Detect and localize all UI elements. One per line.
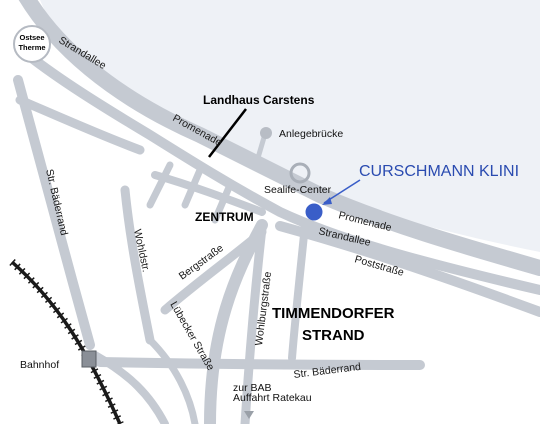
road-promenade-coast bbox=[18, 0, 540, 276]
road-str-baederrand-left bbox=[13, 75, 95, 350]
bab-label-1: zur BAB bbox=[233, 382, 272, 394]
dot-icon bbox=[260, 127, 272, 139]
sea-area bbox=[40, 0, 540, 252]
bahnhof-label: Bahnhof bbox=[20, 359, 59, 371]
road-pier bbox=[252, 131, 268, 171]
strand-label: STRAND bbox=[302, 327, 365, 344]
road-network bbox=[13, 0, 540, 424]
road-centre-connector-4 bbox=[211, 181, 234, 224]
circle-badge-icon bbox=[13, 25, 51, 63]
ostsee-therme-label-1: Ostsee bbox=[19, 33, 44, 42]
landhaus-carstens-label: Landhaus Carstens bbox=[203, 93, 315, 107]
blue-dot-icon bbox=[305, 203, 323, 221]
railway-ties bbox=[9, 259, 124, 424]
zentrum-label: ZENTRUM bbox=[195, 210, 254, 224]
ostsee-therme-label-2: Therme bbox=[18, 43, 45, 52]
road-south-west bbox=[91, 351, 169, 424]
road-poststrasse bbox=[275, 221, 540, 317]
road-centre-connector-2 bbox=[146, 161, 174, 209]
clinic-label: CURSCHMANN KLINI bbox=[359, 163, 519, 180]
anlegebruecke-label: Anlegebrücke bbox=[279, 128, 343, 140]
ring-icon bbox=[289, 162, 311, 184]
station-square-icon bbox=[81, 350, 97, 368]
landhaus-pointer-line bbox=[208, 108, 247, 158]
bab-label-2: Auffahrt Ratekau bbox=[233, 392, 312, 404]
road-wohlburgstrasse bbox=[240, 223, 267, 424]
sealife-center-label: Sealife-Center bbox=[264, 184, 332, 196]
road-luebecker-strasse bbox=[204, 219, 268, 424]
road-wohldstr bbox=[120, 185, 155, 345]
road-centre-connector-3 bbox=[181, 166, 204, 209]
timmendorfer-label: TIMMENDORFER bbox=[272, 305, 395, 322]
clinic-arrow-head bbox=[322, 197, 332, 205]
road-south-west-2 bbox=[146, 336, 199, 424]
road-north-south-right bbox=[288, 221, 309, 362]
road-upper-left bbox=[15, 95, 145, 155]
road-str-baederrand-bottom bbox=[95, 357, 425, 370]
triangle-down-icon bbox=[244, 411, 254, 419]
railway bbox=[9, 259, 124, 424]
